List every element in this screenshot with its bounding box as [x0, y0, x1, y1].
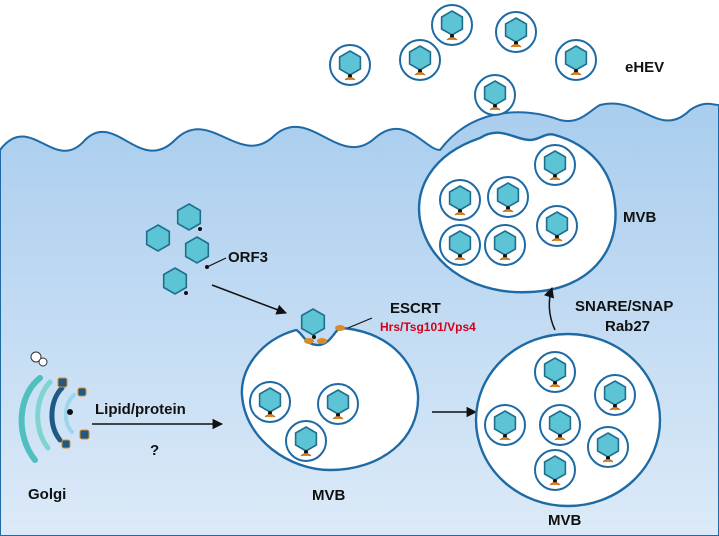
mvb-middle-label: MVB: [312, 487, 346, 504]
ehev-vesicle: [432, 5, 472, 45]
escrt-label: ESCRT: [390, 300, 441, 317]
mvb-fusing: [417, 131, 617, 294]
ehev-vesicle: [400, 40, 440, 80]
arrow-fusion: [544, 287, 556, 331]
rab27-label: Rab27: [605, 318, 650, 335]
snare-label: SNARE/SNAP: [575, 298, 673, 315]
mvb-top-label: MVB: [623, 209, 657, 226]
ehev-vesicle: [330, 45, 370, 85]
ehev-vesicle: [475, 75, 515, 115]
escrt-proteins-label: Hrs/Tsg101/Vps4: [380, 320, 476, 334]
golgi-label: Golgi: [28, 486, 66, 503]
ehev-vesicle: [556, 40, 596, 80]
mvb-right: [474, 332, 662, 508]
mvb-right-label: MVB: [548, 512, 582, 529]
arrow-orf3-to-mvb: [211, 284, 287, 315]
ehev-vesicle: [496, 12, 536, 52]
ehev-vesicles: [330, 5, 596, 115]
question-label: ?: [150, 442, 159, 459]
lipid-protein-label: Lipid/protein: [95, 401, 186, 418]
mvb-middle: [240, 308, 420, 472]
orf3-label: ORF3: [228, 249, 268, 266]
golgi: [18, 351, 90, 463]
ehev-label: eHEV: [625, 59, 664, 76]
